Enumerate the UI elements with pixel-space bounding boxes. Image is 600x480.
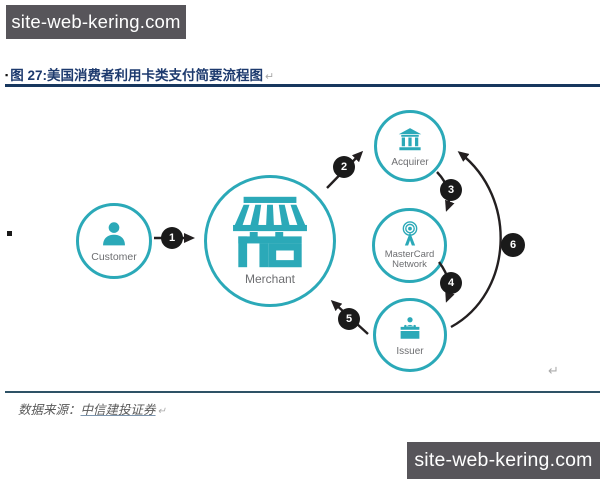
node-acquirer: Acquirer: [374, 110, 446, 182]
step-badge-3: 3: [440, 179, 462, 201]
step-badge-2: 2: [333, 156, 355, 178]
step-badge-5: 5: [338, 308, 360, 330]
node-issuer: Issuer: [373, 298, 447, 372]
return-mark-icon: ↵: [548, 363, 559, 378]
node-customer-label: Customer: [91, 251, 137, 264]
figure-title: 图 27:美国消费者利用卡类支付简要流程图: [10, 68, 263, 83]
node-mastercard-label-line2: Network: [392, 259, 427, 270]
broadcast-tower-icon: [396, 220, 424, 249]
bank-icon: [394, 125, 426, 155]
node-merchant: Merchant: [204, 175, 336, 307]
source-line: 数据来源：中信建投证券↵: [18, 399, 166, 418]
watermark-bottom: site-web-kering.com: [407, 442, 600, 479]
margin-bullet: [7, 231, 12, 236]
node-acquirer-label: Acquirer: [391, 156, 429, 168]
return-mark-icon: ↵: [157, 406, 166, 417]
source-label: 数据来源：: [18, 403, 81, 417]
source-name: 中信建投证券: [80, 403, 156, 417]
storefront-icon: [226, 195, 314, 269]
arrow-6: [450, 151, 502, 329]
step-badge-6: 6: [501, 233, 525, 257]
node-issuer-label: Issuer: [396, 345, 424, 357]
node-customer: Customer: [76, 203, 152, 279]
watermark-top: site-web-kering.com: [6, 5, 186, 39]
person-icon: [98, 218, 130, 250]
source-rule: [5, 391, 600, 393]
title-rule: [5, 84, 600, 87]
node-mastercard-label-line1: MasterCard: [384, 248, 435, 260]
step-badge-4: 4: [440, 272, 462, 294]
title-bullet: ▪: [5, 70, 9, 80]
figure-title-row: ▪ 图 27:美国消费者利用卡类支付简要流程图 ↵: [5, 64, 597, 84]
return-mark-icon: ↵: [264, 71, 275, 83]
node-merchant-label: Merchant: [244, 272, 296, 287]
teller-desk-icon: [394, 314, 426, 344]
step-badge-1: 1: [161, 227, 183, 249]
node-mastercard: MasterCard Network: [372, 208, 447, 283]
